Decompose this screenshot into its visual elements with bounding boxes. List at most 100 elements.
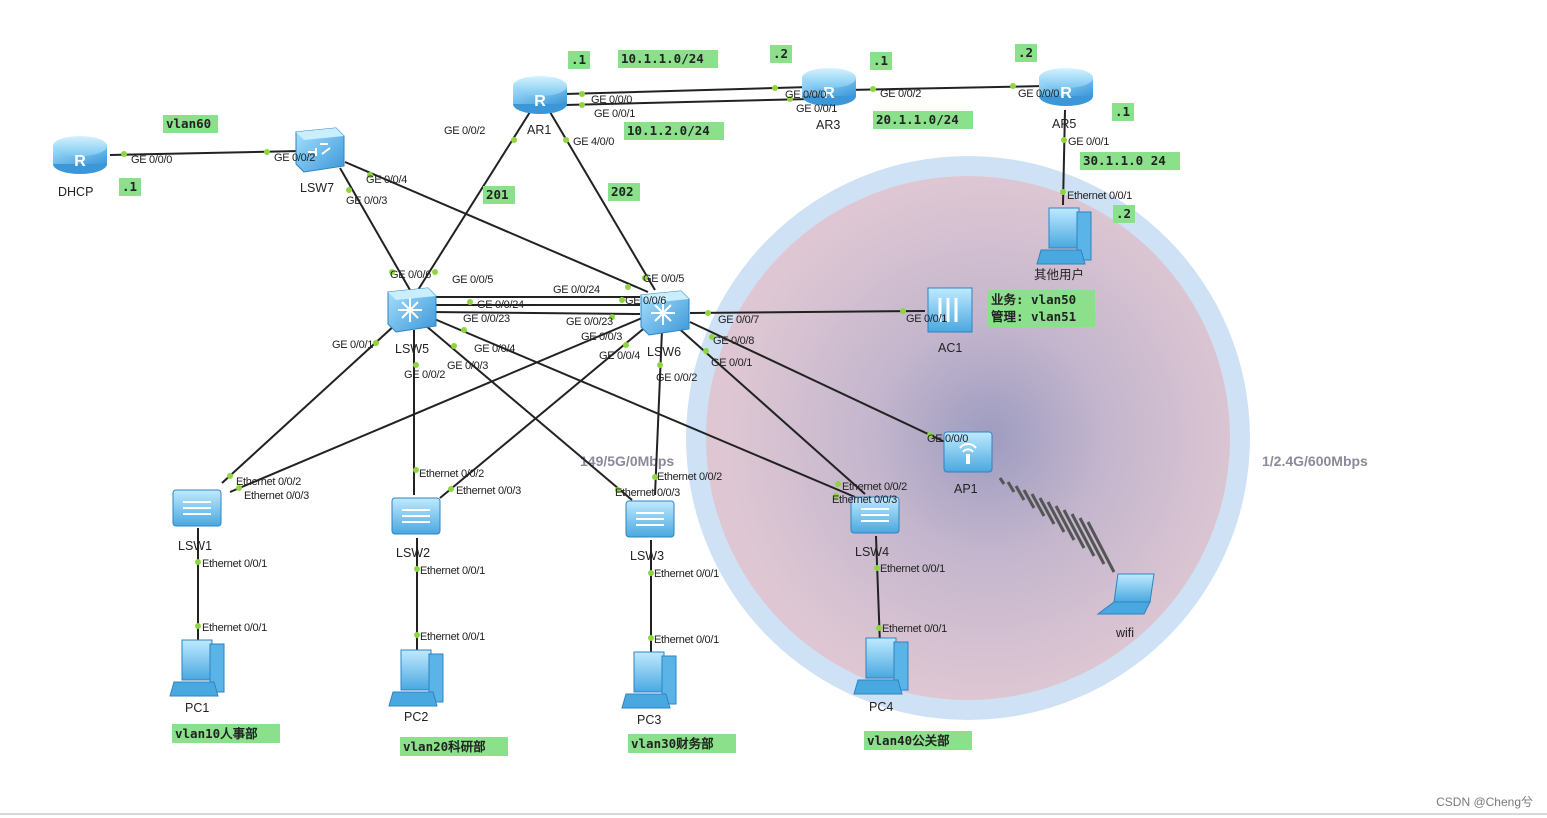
port-label: GE 0/0/6 [390, 269, 431, 281]
note-pc3-vlan: vlan30财务部 [628, 734, 736, 753]
port-dot [709, 334, 715, 340]
link-ar1-ar3-b [564, 98, 811, 106]
pc-icon [621, 651, 677, 709]
port-label: GE 0/0/7 [718, 314, 759, 326]
device-name-pc4: PC4 [869, 700, 893, 714]
port-label: GE 0/0/1 [906, 313, 947, 325]
link-lsw5-lsw1 [221, 324, 396, 484]
router-ar5[interactable]: R [1039, 68, 1093, 106]
port-label: GE 0/0/4 [474, 343, 515, 355]
annotation-notes: vlan60 .1 .1 10.1.1.0/24 .2 .1 .2 10.1. [119, 44, 1180, 756]
switch-icon [172, 489, 222, 527]
port-label: GE 0/0/0 [785, 89, 826, 101]
pc-pc1[interactable] [169, 639, 225, 697]
svg-text:R: R [74, 153, 86, 170]
note-net-10-1-1: 10.1.1.0/24 [618, 50, 718, 68]
port-label: Ethernet 0/0/2 [419, 468, 484, 480]
port-label: GE 0/0/3 [581, 331, 622, 343]
svg-text:vlan30财务部: vlan30财务部 [631, 736, 714, 751]
switch-lsw2[interactable] [391, 497, 441, 535]
controller-ac1[interactable] [927, 287, 973, 333]
port-dot [195, 623, 201, 629]
svg-text:业务: vlan50: 业务: vlan50 [991, 292, 1076, 307]
switch-lsw1[interactable] [172, 489, 222, 527]
port-label: GE 0/0/2 [444, 125, 485, 137]
device-name-ar3: AR3 [816, 118, 840, 132]
port-label: GE 0/0/1 [796, 103, 837, 115]
note-other-ip: .2 [1113, 205, 1135, 223]
port-label: GE 0/0/2 [274, 152, 315, 164]
port-dot [346, 187, 352, 193]
device-name-ac1: AC1 [938, 341, 962, 355]
note-pc2-vlan: vlan20科研部 [400, 737, 508, 756]
device-name-ar5: AR5 [1052, 117, 1076, 131]
port-label: Ethernet 0/0/2 [236, 476, 301, 488]
link-lsw7-lsw5 [339, 167, 411, 291]
access-point-ap1[interactable] [943, 431, 993, 473]
router-dhcp[interactable]: R [53, 136, 107, 174]
link-lsw5-lsw3 [424, 324, 633, 501]
link-lsw6-ap1 [689, 321, 946, 443]
note-vlan-201: 201 [483, 186, 515, 204]
port-dot [623, 342, 629, 348]
pc-other-user[interactable] [1036, 207, 1092, 265]
switch-lsw4[interactable] [850, 496, 900, 534]
port-label: GE 0/0/23 [566, 316, 613, 328]
svg-text:vlan10人事部: vlan10人事部 [175, 726, 258, 741]
port-label: GE 0/0/2 [404, 369, 445, 381]
port-label: GE 0/0/5 [452, 274, 493, 286]
port-dot [870, 86, 876, 92]
svg-text:.2: .2 [1116, 206, 1131, 221]
pc-pc3[interactable] [621, 651, 677, 709]
device-name-lsw6: LSW6 [647, 345, 681, 359]
watermark-text: CSDN @Cheng兮 [1436, 795, 1533, 809]
switch-lsw3[interactable] [625, 500, 675, 538]
port-label: GE 0/0/1 [594, 108, 635, 120]
port-label: GE 0/0/4 [366, 174, 407, 186]
svg-text:.1: .1 [571, 52, 586, 67]
device-name-lsw5: LSW5 [395, 342, 429, 356]
port-dot [227, 473, 233, 479]
note-ar3-ip-right: .1 [870, 52, 892, 70]
device-name-pc1: PC1 [185, 701, 209, 715]
port-dot [657, 362, 663, 368]
pc-icon [1036, 207, 1092, 265]
port-dot [467, 299, 473, 305]
link-lsw7-lsw6 [344, 161, 649, 293]
switch-lsw7[interactable] [295, 127, 345, 173]
port-label: Ethernet 0/0/1 [202, 558, 267, 570]
link-lsw6-lsw3 [654, 329, 663, 496]
port-label: GE 0/0/4 [599, 350, 640, 362]
port-dot [900, 308, 906, 314]
port-dot [787, 96, 793, 102]
port-label: Ethernet 0/0/1 [654, 568, 719, 580]
note-net-10-1-2: 10.1.2.0/24 [624, 122, 724, 140]
note-net-20-1-1: 20.1.1.0/24 [873, 111, 973, 129]
port-label: Ethernet 0/0/3 [244, 490, 309, 502]
router-ar1[interactable]: R [513, 76, 567, 114]
port-label: Ethernet 0/0/1 [420, 565, 485, 577]
svg-text:管理: vlan51: 管理: vlan51 [991, 309, 1076, 324]
switch-lsw5[interactable] [387, 287, 437, 333]
port-dot [625, 284, 631, 290]
pc-pc2[interactable] [388, 649, 444, 707]
port-dot [615, 487, 621, 493]
laptop-wifi[interactable] [1096, 573, 1155, 615]
port-dot [619, 297, 625, 303]
port-dot [511, 137, 517, 143]
link-lsw5-lsw6-c [429, 311, 641, 315]
svg-text:.1: .1 [1115, 104, 1130, 119]
switch-lsw6[interactable] [640, 290, 690, 336]
router-ar3[interactable]: R [802, 68, 856, 106]
note-net-30-1-1: 30.1.1.0 24 [1080, 152, 1180, 170]
router-icon: R [802, 68, 856, 106]
svg-text:30.1.1.0 24: 30.1.1.0 24 [1083, 153, 1166, 168]
speed-label-left: 149/5G/0Mbps [580, 453, 674, 469]
port-label: Ethernet 0/0/3 [456, 485, 521, 497]
port-dot [648, 635, 654, 641]
port-dot [563, 137, 569, 143]
port-dot [414, 632, 420, 638]
link-lsw6-lsw2 [439, 324, 649, 499]
device-name-lsw4: LSW4 [855, 545, 889, 559]
pc-pc4[interactable] [853, 637, 909, 695]
